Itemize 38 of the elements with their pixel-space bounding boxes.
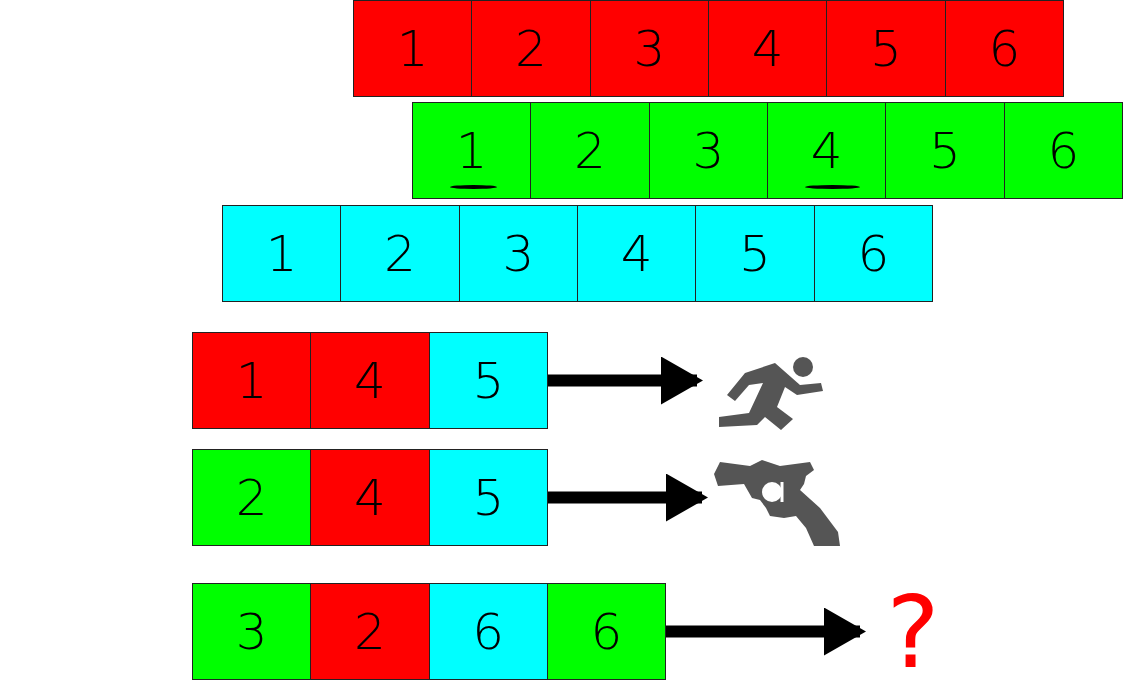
number-cell: 1 xyxy=(413,103,532,198)
arrow xyxy=(548,473,708,522)
number-cell: 1 xyxy=(354,1,473,96)
number-cell: 5 xyxy=(696,206,815,301)
arrow xyxy=(666,607,866,656)
tile-row xyxy=(353,0,1064,97)
number-cell: 2 xyxy=(531,103,650,198)
number-cell: 5 xyxy=(429,450,547,545)
arrow xyxy=(548,356,703,405)
number-cell: 3 xyxy=(590,1,709,96)
number-cell: 2 xyxy=(193,450,312,545)
number-cell: 2 xyxy=(311,584,430,679)
number-cell: 3 xyxy=(459,206,578,301)
number-cell: 5 xyxy=(886,103,1005,198)
number-cell: 6 xyxy=(945,1,1063,96)
number-cell: 6 xyxy=(1004,103,1122,198)
number-cell: 6 xyxy=(814,206,932,301)
number-cell: 4 xyxy=(578,206,697,301)
tile-row xyxy=(192,449,548,546)
tile-row xyxy=(222,205,933,302)
number-cell: 2 xyxy=(472,1,591,96)
question-mark: ? xyxy=(868,585,958,680)
number-cell: 4 xyxy=(709,1,828,96)
tile-row xyxy=(192,332,548,429)
number-cell: 3 xyxy=(193,584,312,679)
number-cell: 1 xyxy=(223,206,342,301)
number-cell: 5 xyxy=(429,333,547,428)
number-cell: 5 xyxy=(827,1,946,96)
number-cell: 4 xyxy=(311,450,430,545)
number-cell: 6 xyxy=(547,584,665,679)
number-cell: 3 xyxy=(649,103,768,198)
number-cell: 2 xyxy=(341,206,460,301)
number-cell: 4 xyxy=(311,333,430,428)
number-cell: 1 xyxy=(193,333,312,428)
tile-row xyxy=(412,102,1123,199)
number-cell: 4 xyxy=(768,103,887,198)
number-cell: 6 xyxy=(429,584,548,679)
tile-row xyxy=(192,583,666,680)
